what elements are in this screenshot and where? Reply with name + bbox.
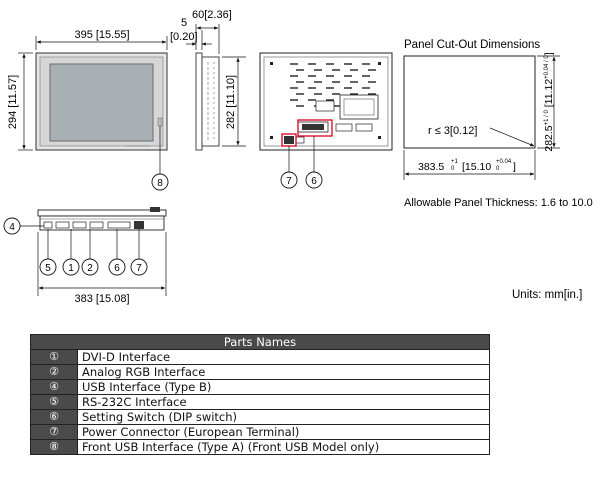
cutout-height-label: 282.5+1 / 0 [11.12+0.04 / 0] xyxy=(543,52,555,151)
bezel-depth-label: 5 xyxy=(181,17,187,29)
table-row: ⑧ Front USB Interface (Type A) (Front US… xyxy=(30,439,490,455)
callout-8-number: 8 xyxy=(157,178,163,189)
cutout-radius-label: r ≤ 3[0.12] xyxy=(428,125,477,137)
cutout-title: Panel Cut-Out Dimensions xyxy=(404,39,540,51)
part-number: ① xyxy=(30,349,78,365)
table-row: ① DVI-D Interface xyxy=(30,349,490,365)
svg-text:+0.04: +0.04 xyxy=(496,159,512,165)
part-name: USB Interface (Type B) xyxy=(77,379,490,395)
part-number: ⑤ xyxy=(30,394,78,410)
callout-7-circle xyxy=(280,171,298,189)
dimension-drawing: 395 [15.55] 294 [11.57] 8 60[2.36] 5 [0.… xyxy=(3,9,593,305)
callout-7-number: 7 xyxy=(286,176,292,187)
side-depth-label: 60[2.36] xyxy=(192,9,232,21)
callout-4-number: 4 xyxy=(9,222,15,233)
callout-6b-circle xyxy=(108,258,126,276)
part-name: RS-232C Interface xyxy=(77,394,490,410)
panel-thickness-note: Allowable Panel Thickness: 1.6 to 10.0 xyxy=(404,197,593,209)
part-number: ⑧ xyxy=(30,439,78,455)
svg-text:0: 0 xyxy=(496,166,500,172)
svg-text:383.5: 383.5 xyxy=(418,161,444,173)
side-height-label: 282 [11.10] xyxy=(225,75,237,129)
parts-names-table: Parts Names ① DVI-D Interface ② Analog R… xyxy=(30,334,490,455)
part-number: ② xyxy=(30,364,78,380)
bottom-width-label: 383 [15.08] xyxy=(74,293,129,305)
dip-switch-highlight xyxy=(297,119,333,137)
part-name: Analog RGB Interface xyxy=(77,364,490,380)
bottom-view xyxy=(37,207,167,231)
table-row: ⑦ Power Connector (European Terminal) xyxy=(30,424,490,440)
part-number: ⑦ xyxy=(30,424,78,440)
callout-8-circle xyxy=(151,173,169,191)
part-number: ④ xyxy=(30,379,78,395)
callout-6-number: 6 xyxy=(311,176,317,187)
callout-6b-number: 6 xyxy=(114,263,120,274)
front-view xyxy=(35,52,168,151)
bezel-depth-in-label: [0.20] xyxy=(170,31,198,43)
cutout-width-label: 383.5 +1 0 [15.10 +0.04 0 ] xyxy=(418,159,516,173)
rear-view xyxy=(259,52,393,151)
part-name: Setting Switch (DIP switch) xyxy=(77,409,490,425)
svg-text:0: 0 xyxy=(451,166,455,172)
table-row: ④ USB Interface (Type B) xyxy=(30,379,490,395)
cutout-rect xyxy=(403,55,536,149)
callout-1-number: 1 xyxy=(68,263,74,274)
parts-table-header-row: Parts Names xyxy=(30,334,490,350)
side-view xyxy=(195,52,220,151)
front-height-label: 294 [11.57] xyxy=(7,75,19,129)
parts-table-header: Parts Names xyxy=(30,334,490,350)
units-note: Units: mm[in.] xyxy=(512,289,582,301)
part-name: DVI-D Interface xyxy=(77,349,490,365)
part-name: Front USB Interface (Type A) (Front USB … xyxy=(77,439,490,455)
table-row: ② Analog RGB Interface xyxy=(30,364,490,380)
front-width-label: 395 [15.55] xyxy=(74,29,129,41)
callout-5-number: 5 xyxy=(45,263,51,274)
callout-6-circle xyxy=(305,171,323,189)
table-row: ⑤ RS-232C Interface xyxy=(30,394,490,410)
svg-text:+1: +1 xyxy=(451,159,459,165)
callout-5-circle xyxy=(39,258,57,276)
svg-text:]: ] xyxy=(513,161,516,173)
table-row: ⑥ Setting Switch (DIP switch) xyxy=(30,409,490,425)
callout-7b-number: 7 xyxy=(136,263,142,274)
svg-text:[15.10: [15.10 xyxy=(462,161,491,173)
svg-text:282.5+1 / 0 [11.12+0.04 / 0]: 282.5+1 / 0 [11.12+0.04 / 0] xyxy=(543,52,555,151)
part-number: ⑥ xyxy=(30,409,78,425)
part-name: Power Connector (European Terminal) xyxy=(77,424,490,440)
callout-2-number: 2 xyxy=(87,263,93,274)
callout-1-circle xyxy=(62,258,80,276)
callout-2-circle xyxy=(81,258,99,276)
callout-7b-circle xyxy=(130,258,148,276)
